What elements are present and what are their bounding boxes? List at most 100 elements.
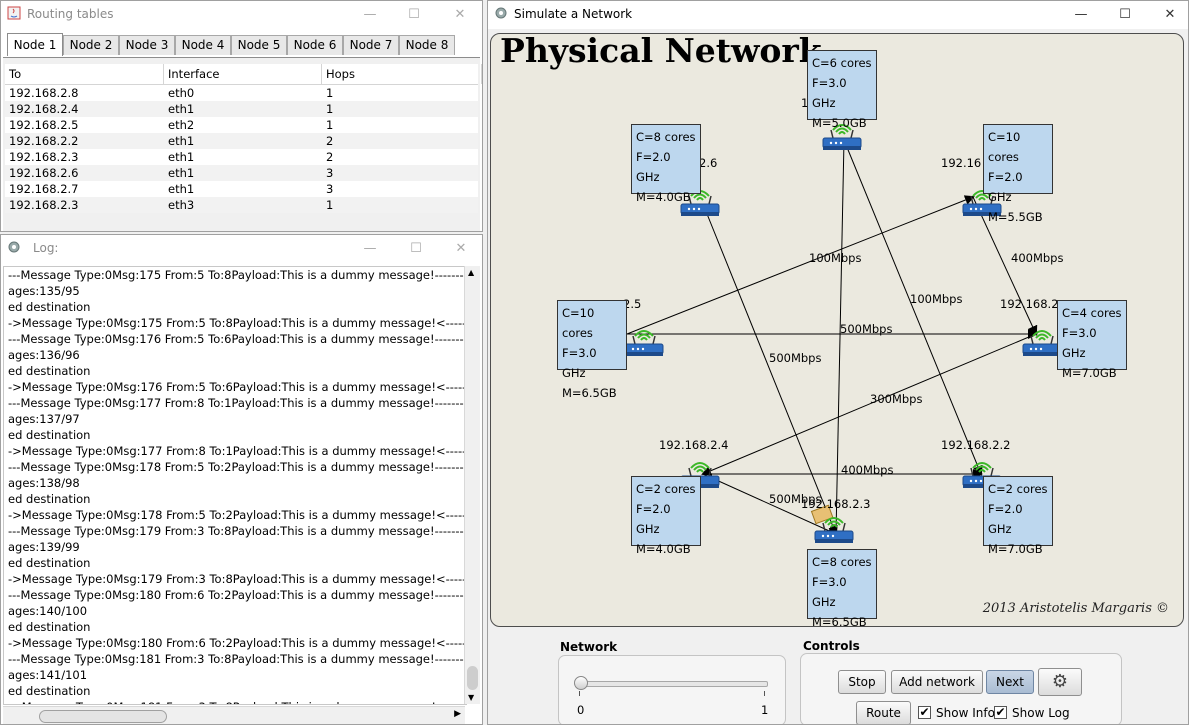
cell-interface: eth1 xyxy=(168,102,195,116)
gear-icon: ⚙ xyxy=(1051,671,1069,692)
network-panel xyxy=(558,655,786,724)
scroll-right-arrow[interactable]: ▶ xyxy=(454,709,461,719)
node-memory: M=4.0GB xyxy=(636,542,691,556)
slider-track xyxy=(578,681,768,687)
log-line: ---Message Type:0Msg:177 From:8 To:1Payl… xyxy=(8,396,466,410)
network-slider[interactable] xyxy=(574,675,770,696)
column-header-to[interactable]: To xyxy=(5,64,164,84)
node-info-box[interactable]: C=8 cores F=3.0 GHz M=6.5GB xyxy=(807,549,877,626)
window-title: Log: xyxy=(33,241,59,255)
tab-node-7[interactable]: Node 7 xyxy=(343,35,399,55)
tab-node-1[interactable]: Node 1 xyxy=(7,33,63,56)
slider-thumb[interactable] xyxy=(574,676,588,690)
cell-destination: 192.168.2.5 xyxy=(9,118,79,132)
column-header-interface[interactable]: Interface xyxy=(164,64,322,84)
cell-interface: eth2 xyxy=(168,118,195,132)
close-button[interactable]: ✕ xyxy=(455,241,467,256)
router-icon[interactable] xyxy=(621,322,667,362)
maximize-button[interactable]: ☐ xyxy=(1119,7,1131,22)
tab-node-5[interactable]: Node 5 xyxy=(231,35,287,55)
cell-hops: 1 xyxy=(326,102,334,116)
router-icon[interactable] xyxy=(1019,322,1065,362)
tab-node-2[interactable]: Node 2 xyxy=(63,35,119,55)
scroll-up-arrow[interactable]: ▲ xyxy=(468,268,475,277)
node-ip-label: 1 xyxy=(801,96,809,110)
column-header-hops[interactable]: Hops xyxy=(322,64,482,84)
link-bandwidth-label: 500Mbps xyxy=(769,351,822,365)
show-log-label[interactable]: Show Log xyxy=(1012,706,1070,720)
log-titlebar: Log: — ☐ ✕ xyxy=(1,235,482,263)
link-line xyxy=(972,196,1038,336)
node-frequency: F=3.0 GHz xyxy=(1062,326,1097,360)
network-canvas[interactable]: Physical Network 2013 Aristotelis Margar… xyxy=(490,33,1184,627)
node-info-box[interactable]: C=10 cores F=3.0 GHz M=6.5GB xyxy=(557,300,627,400)
close-button[interactable]: ✕ xyxy=(1164,7,1176,22)
node-ip-label: 192.168.2.2 xyxy=(941,438,1011,452)
stop-button[interactable]: Stop xyxy=(838,670,886,694)
node-info-box[interactable]: C=2 cores F=2.0 GHz M=4.0GB xyxy=(631,476,701,556)
minimize-button[interactable]: — xyxy=(363,241,377,256)
node-info-box[interactable]: C=8 cores F=2.0 GHz M=4.0GB xyxy=(631,124,701,204)
node-memory: M=5.0GB xyxy=(812,116,867,130)
minimize-button[interactable]: — xyxy=(363,7,377,22)
show-log-checkbox[interactable]: ✔ xyxy=(994,705,1007,719)
cell-interface: eth1 xyxy=(168,150,195,164)
scroll-thumb[interactable] xyxy=(467,666,478,690)
link-line xyxy=(702,473,838,536)
controls-panel-title: Controls xyxy=(801,639,862,653)
cell-interface: eth3 xyxy=(168,198,195,212)
node-cores: C=10 cores xyxy=(988,130,1021,164)
node-info-box[interactable]: C=10 cores F=2.0 GHz M=5.5GB xyxy=(983,124,1053,224)
tab-node-3[interactable]: Node 3 xyxy=(119,35,175,55)
route-button[interactable]: Route xyxy=(856,701,911,724)
node-info-box[interactable]: C=2 cores F=2.0 GHz M=7.0GB xyxy=(983,476,1053,556)
sim-titlebar: Simulate a Network — ☐ ✕ xyxy=(488,1,1188,29)
maximize-button[interactable]: ☐ xyxy=(408,7,420,22)
node-info-box[interactable]: C=4 cores F=3.0 GHz M=7.0GB xyxy=(1057,300,1127,380)
log-line: ed destination xyxy=(8,620,91,634)
cell-interface: eth1 xyxy=(168,166,195,180)
scroll-down-arrow[interactable]: ▼ xyxy=(468,693,475,702)
cell-destination: 192.168.2.8 xyxy=(9,86,79,100)
log-line: ages:140/100 xyxy=(8,604,88,618)
add-network-button[interactable]: Add network xyxy=(891,670,983,694)
log-text-area[interactable]: ---Message Type:0Msg:175 From:5 To:8Payl… xyxy=(3,266,467,705)
node-cores: C=6 cores xyxy=(812,56,872,70)
log-line: ---Message Type:0Msg:175 From:5 To:8Payl… xyxy=(8,268,466,282)
show-info-checkbox[interactable]: ✔ xyxy=(918,705,931,719)
settings-button[interactable]: ⚙ xyxy=(1038,668,1082,696)
close-button[interactable]: ✕ xyxy=(454,7,466,22)
show-info-label[interactable]: Show Info xyxy=(936,706,995,720)
scroll-thumb[interactable] xyxy=(39,710,167,723)
tab-node-8[interactable]: Node 8 xyxy=(399,35,455,55)
maximize-button[interactable]: ☐ xyxy=(410,241,422,256)
routing-titlebar: Routing tables — ☐ ✕ xyxy=(1,1,482,29)
window-title: Simulate a Network xyxy=(514,7,633,21)
node-frequency: F=2.0 GHz xyxy=(988,170,1023,204)
node-frequency: F=3.0 GHz xyxy=(812,575,847,609)
router-icon[interactable] xyxy=(811,509,857,549)
minimize-button[interactable]: — xyxy=(1074,7,1088,22)
tab-node-4[interactable]: Node 4 xyxy=(175,35,231,55)
node-memory: M=4.0GB xyxy=(636,190,691,204)
log-horizontal-scrollbar[interactable]: ▶ xyxy=(3,706,465,724)
log-vertical-scrollbar[interactable]: ▲ ▼ xyxy=(464,266,480,704)
cell-interface: eth1 xyxy=(168,134,195,148)
cell-hops: 3 xyxy=(326,182,334,196)
router-icon[interactable] xyxy=(959,182,1005,222)
log-line: ed destination xyxy=(8,684,91,698)
node-info-box[interactable]: C=6 cores F=3.0 GHz M=5.0GB xyxy=(807,50,877,130)
next-button[interactable]: Next xyxy=(986,670,1034,694)
tab-node-6[interactable]: Node 6 xyxy=(287,35,343,55)
log-line: ages:136/96 xyxy=(8,348,80,362)
